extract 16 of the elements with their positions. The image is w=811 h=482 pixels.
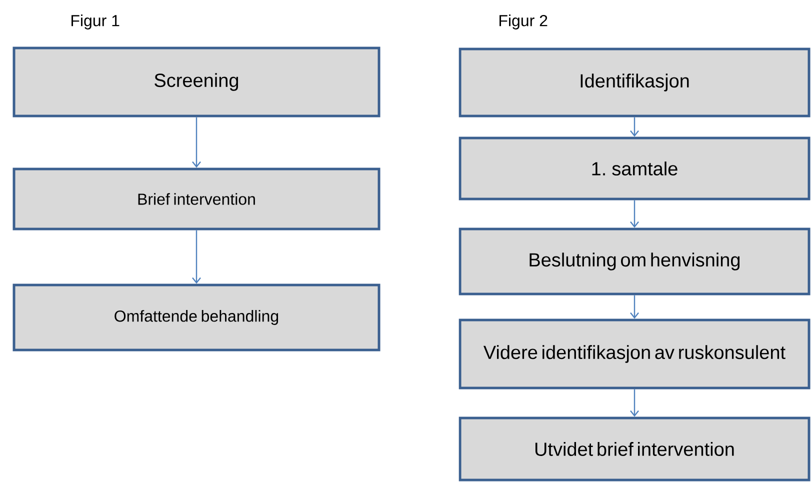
- process-box: Videre identifikasjon av ruskonsulent: [458, 318, 810, 390]
- arrow: [630, 389, 639, 417]
- process-box: Utvidet brief intervention: [458, 416, 810, 482]
- figure-label: Figur 1: [72, 14, 120, 30]
- process-box: Omfattende behandling: [12, 284, 380, 352]
- process-box: Identifikasjon: [458, 48, 810, 118]
- process-box: Beslutning om henvisning: [458, 228, 810, 296]
- arrow: [192, 230, 201, 284]
- process-box: Screening: [12, 46, 380, 118]
- arrow: [630, 200, 639, 228]
- arrow: [630, 295, 639, 319]
- process-box: Brief intervention: [12, 168, 380, 230]
- arrow: [630, 117, 639, 137]
- process-box: 1. samtale: [458, 136, 810, 200]
- figure-label: Figur 2: [500, 14, 548, 30]
- arrow: [192, 117, 201, 168]
